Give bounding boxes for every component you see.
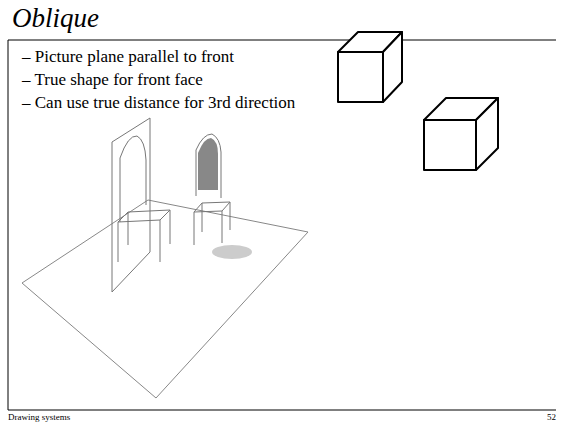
bullet-point: – True shape for front face [22, 71, 203, 90]
slide-number: 52 [547, 413, 556, 423]
slide-title: Oblique [12, 4, 99, 34]
slide-frame [8, 40, 556, 410]
oblique-cube [338, 32, 402, 102]
bullet-point: – Picture plane parallel to front [22, 48, 234, 67]
bullet-point: – Can use true distance for 3rd directio… [22, 94, 295, 113]
chair-back-shading [198, 138, 218, 190]
oblique-sketch [22, 118, 308, 398]
chair-shadow [212, 245, 252, 259]
footer-text: Drawing systems [8, 413, 70, 423]
oblique-cube [424, 98, 498, 170]
